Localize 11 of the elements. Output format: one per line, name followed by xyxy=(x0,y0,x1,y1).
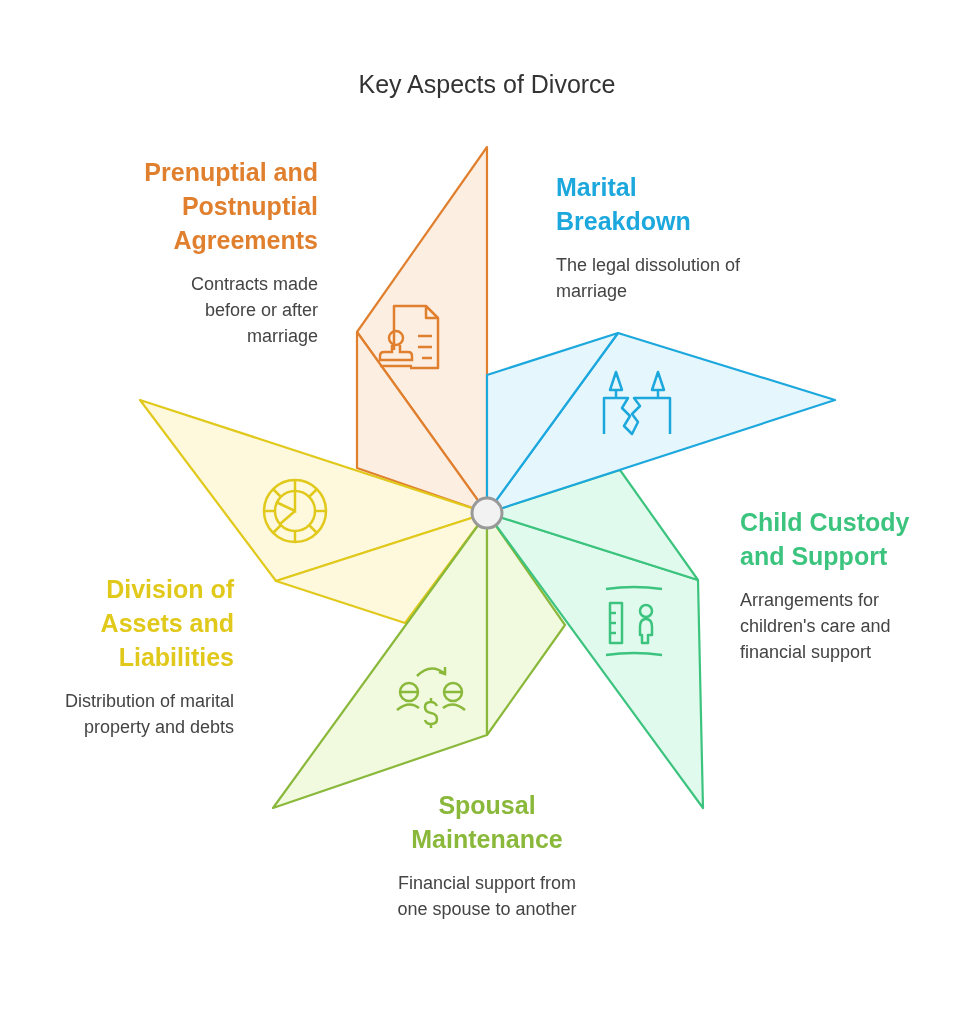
diagram-title: Key Aspects of Divorce xyxy=(357,70,617,99)
aspect-heading: Spousal Maintenance xyxy=(410,790,564,855)
aspect-heading: Marital Breakdown xyxy=(556,172,692,237)
aspect-heading: Prenuptial and Postnuptial Agreements xyxy=(143,157,318,256)
description-text: Distribution of marital property and debts xyxy=(63,690,234,739)
aspect-heading: Child Custody and Support xyxy=(740,507,911,572)
description-text: Financial support from one spouse to another xyxy=(396,872,578,921)
aspect-heading: Division of Assets and Liabilities xyxy=(99,574,234,673)
description-text: Contracts made before or after marriage xyxy=(189,273,318,348)
description-text: The legal dissolution of marriage xyxy=(556,254,742,303)
description-text: Arrangements for children's care and financial support xyxy=(740,589,892,664)
